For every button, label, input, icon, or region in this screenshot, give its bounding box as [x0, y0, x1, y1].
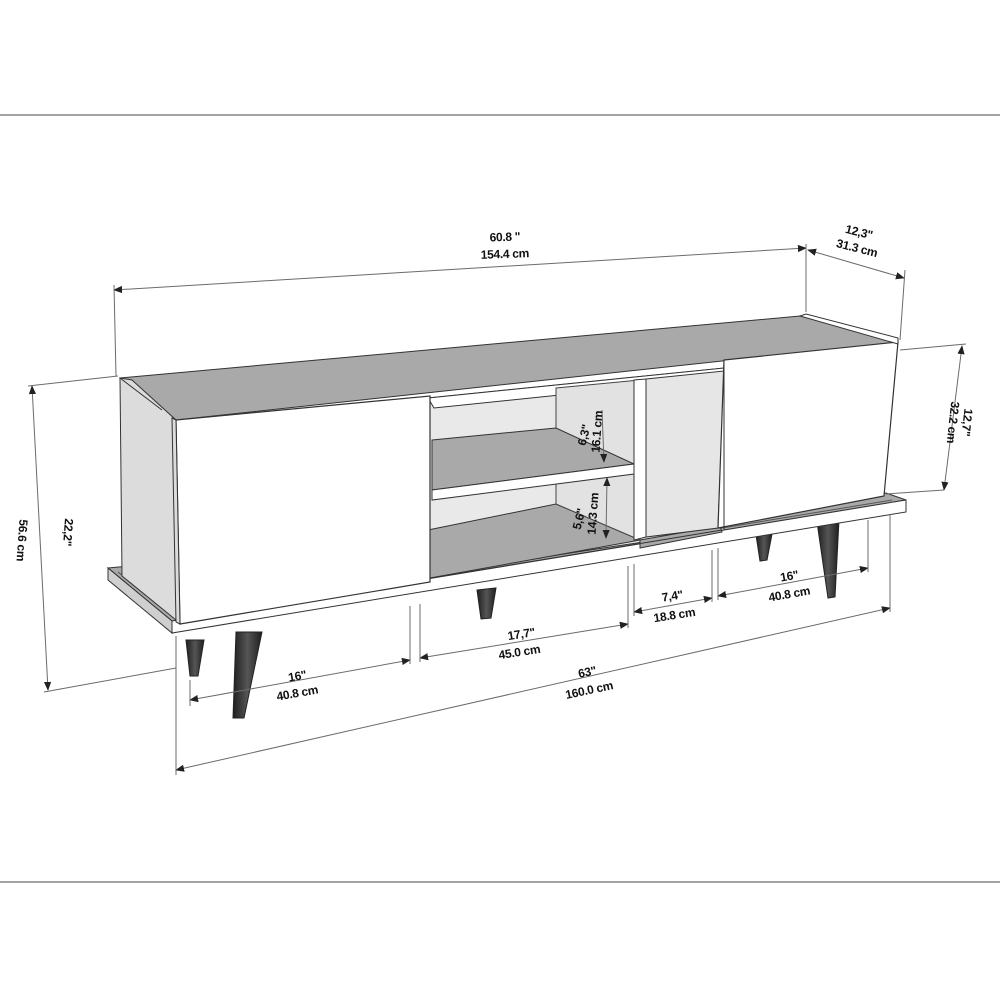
width-top-inch-label: 60.8 ": [489, 229, 520, 244]
upper-shelf-inch-label: 6,3": [575, 423, 594, 447]
open-section-inch-label: 7,4": [661, 587, 684, 604]
leg-front-right: [816, 519, 840, 599]
overall-height-cm-label: 56.6 cm: [14, 519, 31, 562]
leg-front-left: [232, 631, 263, 719]
right-door: [717, 341, 899, 529]
lower-shelf-inch-label: 5,6": [570, 507, 589, 531]
leg-back-left: [185, 639, 205, 677]
right-door-width-cm-label: 40.8 cm: [767, 584, 811, 605]
overall-height-inch-label: 22,2": [60, 518, 76, 546]
base-width-inch-label: 63": [577, 663, 598, 680]
shelf-section-cm-label: 45.0 cm: [498, 642, 542, 662]
width-top-cm-label: 154.4 cm: [480, 246, 529, 262]
dimension-lines: [27, 244, 967, 775]
depth-cm-label: 31.3 cm: [835, 236, 879, 260]
open-section-cm-label: 18.8 cm: [653, 605, 697, 625]
right-door-width-inch-label: 16": [779, 568, 799, 585]
doors: [171, 313, 899, 625]
lower-shelf-cm-label: 14.3 cm: [585, 492, 602, 535]
shelf-section-inch-label: 17,7": [507, 625, 536, 643]
left-door-width-cm-label: 40.8 cm: [275, 683, 319, 704]
top-frame-line: [0, 114, 1000, 116]
door-height-inch-label: 12,7": [959, 408, 976, 437]
upper-shelf-cm-label: 16.1 cm: [589, 410, 606, 453]
base-width-cm-label: 160.0 cm: [564, 678, 614, 702]
bottom-frame-line: [0, 881, 1000, 883]
left-door-width-inch-label: 16": [287, 668, 307, 685]
leg-back-middle: [476, 587, 497, 620]
leg-back-right: [755, 533, 773, 562]
carcass: [118, 315, 899, 622]
door-height-cm-label: 32.2 cm: [944, 401, 962, 444]
depth-inch-label: 12,3": [844, 222, 874, 242]
